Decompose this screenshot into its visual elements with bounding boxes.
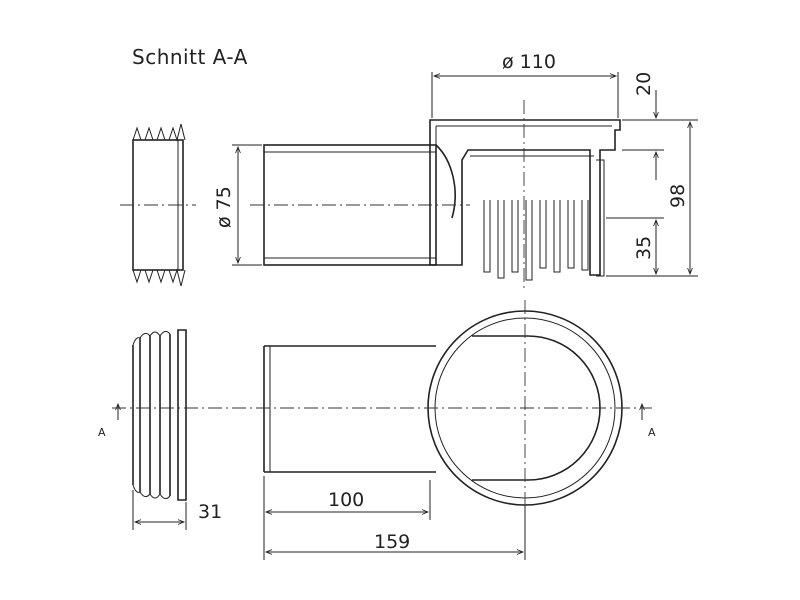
dim-height-20: 20 — [622, 72, 664, 180]
dim-length-100: 100 — [263, 476, 431, 560]
dim-length-159: 159 — [264, 506, 526, 560]
section-marker-left: A — [98, 402, 121, 439]
section-label-right: A — [648, 426, 656, 439]
dim-label-75: ø 75 — [213, 186, 235, 228]
dim-label-100: 100 — [328, 489, 364, 511]
section-marker-right: A — [639, 402, 656, 439]
dim-label-20: 20 — [633, 72, 655, 96]
section-view: ø 110 20 98 35 ø 75 — [120, 51, 698, 290]
dim-width-31: 31 — [132, 490, 222, 530]
dim-label-98: 98 — [667, 184, 689, 208]
dim-label-35: 35 — [633, 236, 655, 260]
dim-diameter-110: ø 110 — [431, 51, 619, 118]
dim-label-31: 31 — [198, 501, 222, 523]
dim-label-159: 159 — [374, 531, 410, 553]
seal-ring-section — [120, 123, 196, 287]
seal-ring-front — [132, 329, 187, 501]
trap-body-section — [429, 100, 621, 290]
dim-diameter-75: ø 75 — [213, 144, 262, 266]
dim-height-98: 98 — [606, 119, 698, 277]
dim-height-35: 35 — [606, 217, 664, 276]
dim-label-110: ø 110 — [502, 51, 556, 73]
section-title: Schnitt A-A — [132, 45, 248, 69]
inlet-pipe-section — [250, 144, 470, 266]
inlet-pipe-plan — [263, 345, 436, 473]
plan-view: A A 31 100 159 — [98, 300, 656, 560]
trap-body-plan — [427, 300, 623, 520]
section-label-left: A — [98, 426, 106, 439]
